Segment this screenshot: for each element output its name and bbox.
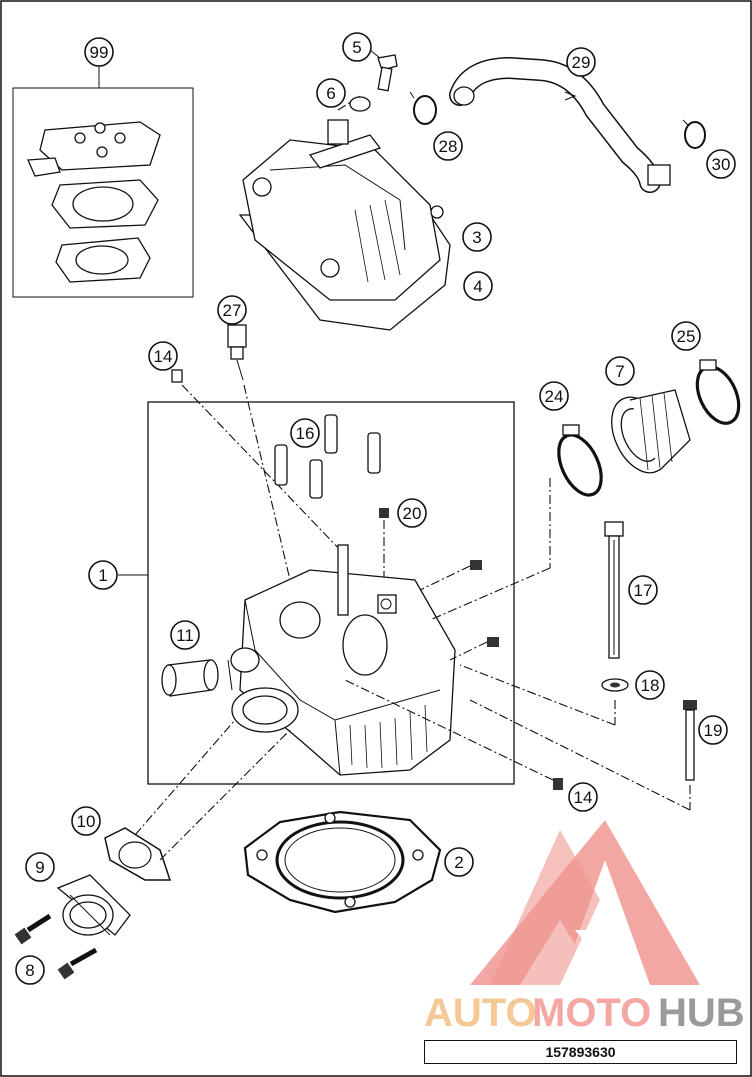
part-label-16[interactable]: 16 (290, 418, 320, 448)
svg-text:18: 18 (641, 676, 660, 695)
svg-text:99: 99 (90, 43, 109, 62)
watermark-text-moto: MOTO (532, 991, 651, 1035)
part-label-17[interactable]: 17 (628, 575, 658, 605)
part-label-6[interactable]: 6 (316, 78, 346, 108)
cover-screw (369, 49, 398, 92)
head-screw-bottom (344, 679, 563, 790)
svg-text:27: 27 (223, 301, 242, 320)
part-label-9[interactable]: 9 (25, 852, 55, 882)
document-number: 157893630 (424, 1040, 737, 1064)
part-label-7[interactable]: 7 (605, 356, 635, 386)
svg-text:7: 7 (615, 362, 624, 381)
svg-text:10: 10 (77, 812, 96, 831)
svg-text:14: 14 (154, 347, 173, 366)
svg-text:1: 1 (98, 566, 107, 585)
head-screw-top (171, 369, 346, 556)
part-label-14-top[interactable]: 14 (148, 341, 178, 371)
watermark-logo (470, 820, 700, 985)
part-label-28[interactable]: 28 (433, 131, 463, 161)
screw-seal (349, 96, 371, 112)
svg-text:29: 29 (572, 53, 591, 72)
exhaust-gasket (104, 719, 291, 881)
plug-screw (379, 508, 389, 595)
breather-hose (449, 56, 671, 193)
part-label-4[interactable]: 4 (463, 271, 493, 301)
washer (459, 664, 629, 726)
svg-text:4: 4 (473, 277, 482, 296)
svg-text:24: 24 (545, 387, 564, 406)
svg-text:20: 20 (403, 504, 422, 523)
svg-text:8: 8 (25, 961, 34, 980)
part-label-24[interactable]: 24 (539, 381, 569, 411)
side-screw-upper (419, 560, 482, 591)
intake-clamp-left (429, 424, 603, 621)
part-label-14-bottom[interactable]: 14 (568, 782, 598, 812)
watermark-text-hub: HUB (658, 991, 745, 1035)
exhaust-screw-lower (57, 947, 98, 980)
exhaust-screw-upper (14, 913, 52, 945)
part-label-27[interactable]: 27 (217, 295, 247, 325)
gasket-kit-box (12, 65, 194, 298)
part-label-10[interactable]: 10 (71, 806, 101, 836)
hose-clamp-right (682, 119, 706, 149)
intake-flange (611, 389, 691, 474)
svg-text:25: 25 (677, 327, 696, 346)
part-label-11[interactable]: 11 (170, 620, 200, 650)
side-screw-lower (449, 637, 499, 661)
svg-text:5: 5 (352, 38, 361, 57)
hose-clamp-left (409, 91, 437, 125)
svg-text:16: 16 (296, 424, 315, 443)
part-label-3[interactable]: 3 (462, 222, 492, 252)
valve-guides (274, 414, 381, 499)
cylinder-head (227, 544, 456, 776)
part-label-2[interactable]: 2 (444, 847, 474, 877)
head-gasket (243, 810, 442, 914)
svg-text:6: 6 (326, 84, 335, 103)
svg-text:14: 14 (574, 788, 593, 807)
svg-text:9: 9 (35, 858, 44, 877)
svg-text:17: 17 (634, 581, 653, 600)
bushing (161, 659, 219, 697)
svg-text:19: 19 (704, 721, 723, 740)
part-label-1[interactable]: 1 (88, 560, 118, 590)
part-label-5[interactable]: 5 (342, 32, 372, 62)
svg-text:3: 3 (472, 228, 481, 247)
svg-text:11: 11 (176, 626, 194, 645)
part-label-25[interactable]: 25 (671, 321, 701, 351)
part-label-8[interactable]: 8 (15, 955, 45, 985)
cylinder-head-frame (147, 401, 515, 785)
part-label-30[interactable]: 30 (706, 149, 736, 179)
svg-text:30: 30 (712, 155, 731, 174)
svg-text:2: 2 (454, 853, 463, 872)
part-label-29[interactable]: 29 (566, 47, 596, 77)
watermark-text-auto: AUTO (424, 991, 537, 1035)
intake-clamp-right (695, 359, 741, 425)
long-bolt (469, 699, 697, 811)
part-label-19[interactable]: 19 (698, 715, 728, 745)
stud-bolt (604, 521, 624, 659)
part-label-99[interactable]: 99 (84, 37, 114, 67)
part-label-20[interactable]: 20 (397, 498, 427, 528)
part-label-18[interactable]: 18 (635, 670, 665, 700)
valve-cover (238, 94, 451, 331)
exhaust-flange (56, 874, 131, 936)
svg-text:28: 28 (439, 137, 458, 156)
temperature-sensor (227, 324, 291, 581)
